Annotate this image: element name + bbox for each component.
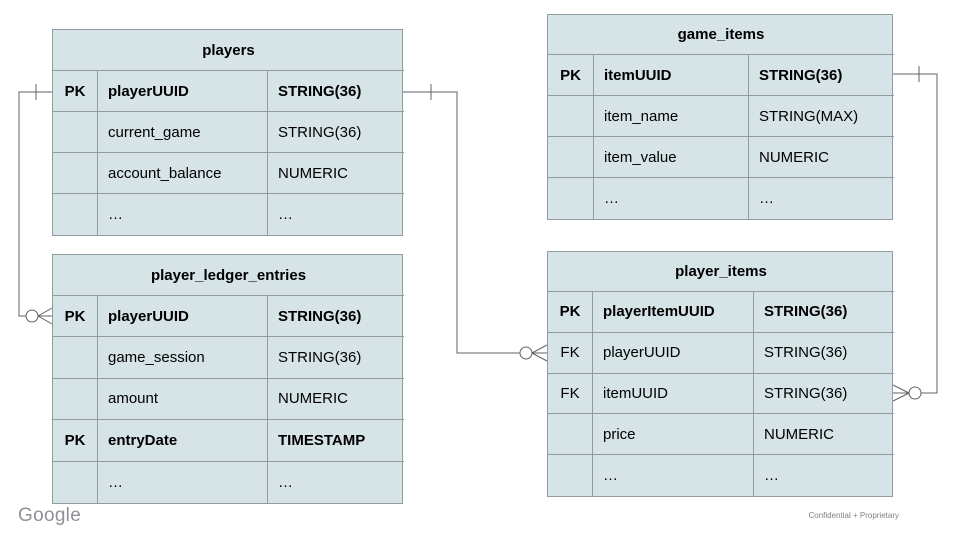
google-logo: Google: [18, 505, 82, 526]
column-name: itemUUID: [594, 55, 749, 96]
pk-badge: PK: [53, 71, 98, 112]
relationship-game-items-to-player-items: [892, 66, 938, 402]
column-type: TIMESTAMP: [268, 420, 404, 462]
key-cell: [53, 461, 98, 503]
many-crowfoot-icon: [37, 307, 53, 325]
column-type: NUMERIC: [754, 414, 894, 456]
column-name: …: [98, 194, 268, 235]
column-type: STRING(36): [749, 55, 894, 96]
relationship-line: [893, 73, 938, 394]
column-type: NUMERIC: [268, 153, 404, 194]
column-name: playerUUID: [98, 71, 268, 112]
key-cell: [548, 455, 593, 496]
column-name: game_session: [98, 337, 268, 379]
column-name: playerItemUUID: [593, 292, 754, 333]
table-player-ledger-entries: player_ledger_entries PK playerUUID STRI…: [52, 254, 404, 504]
table-title: player_items: [548, 252, 894, 292]
table-player-items: player_items PK playerItemUUID STRING(36…: [547, 251, 894, 497]
zero-circle-icon: [25, 309, 39, 323]
confidential-note: Confidential + Proprietary: [808, 511, 900, 520]
column-name: entryDate: [98, 420, 268, 462]
table-title: game_items: [548, 15, 894, 55]
table-game-items: game_items PK itemUUID STRING(36) item_n…: [547, 14, 894, 220]
column-type: NUMERIC: [749, 137, 894, 178]
table-title: players: [53, 30, 404, 71]
column-type: …: [759, 190, 774, 207]
fk-badge: FK: [548, 332, 593, 374]
column-name: account_balance: [98, 153, 268, 194]
key-cell: [548, 137, 594, 178]
column-name: price: [593, 414, 754, 456]
key-cell: [548, 178, 594, 219]
column-type: …: [278, 206, 293, 223]
pk-badge: PK: [548, 292, 593, 333]
relationship-line: [403, 91, 520, 354]
column-type: STRING(36): [268, 71, 404, 112]
column-name: playerUUID: [593, 332, 754, 374]
column-type: …: [278, 473, 293, 491]
table-title: player_ledger_entries: [53, 255, 404, 296]
column-type: STRING(36): [268, 337, 404, 379]
column-name: itemUUID: [593, 373, 754, 415]
column-name: …: [593, 455, 754, 496]
pk-badge: PK: [53, 420, 98, 462]
column-type: …: [764, 467, 779, 485]
many-crowfoot-icon: [892, 384, 910, 402]
column-type: STRING(MAX): [749, 96, 894, 137]
key-cell: [53, 378, 98, 421]
column-name: item_value: [594, 137, 749, 178]
column-type: NUMERIC: [268, 379, 404, 421]
relationship-players-to-player-ledger-entries: [18, 84, 53, 325]
column-name: amount: [98, 378, 268, 421]
column-name: playerUUID: [98, 296, 268, 338]
column-type: STRING(36): [754, 333, 894, 374]
key-cell: [548, 414, 593, 456]
key-cell: [53, 194, 98, 235]
column-name: current_game: [98, 112, 268, 153]
key-cell: [53, 337, 98, 379]
key-cell: [53, 153, 98, 194]
column-name: …: [594, 178, 749, 219]
column-name: …: [98, 461, 268, 503]
key-cell: [548, 96, 594, 137]
pk-badge: PK: [548, 55, 594, 96]
relationship-line: [18, 91, 52, 317]
key-cell: [53, 112, 98, 153]
column-type: STRING(36): [754, 292, 894, 333]
zero-circle-icon: [519, 346, 533, 360]
column-name: item_name: [594, 96, 749, 137]
zero-circle-icon: [908, 386, 922, 400]
fk-badge: FK: [548, 373, 593, 415]
column-type: STRING(36): [268, 112, 404, 153]
many-crowfoot-icon: [531, 344, 548, 362]
table-players: players PK playerUUID STRING(36) current…: [52, 29, 404, 236]
column-type: STRING(36): [268, 296, 404, 338]
relationship-players-to-player-items: [403, 84, 548, 362]
pk-badge: PK: [53, 296, 98, 338]
column-type: STRING(36): [754, 374, 894, 415]
